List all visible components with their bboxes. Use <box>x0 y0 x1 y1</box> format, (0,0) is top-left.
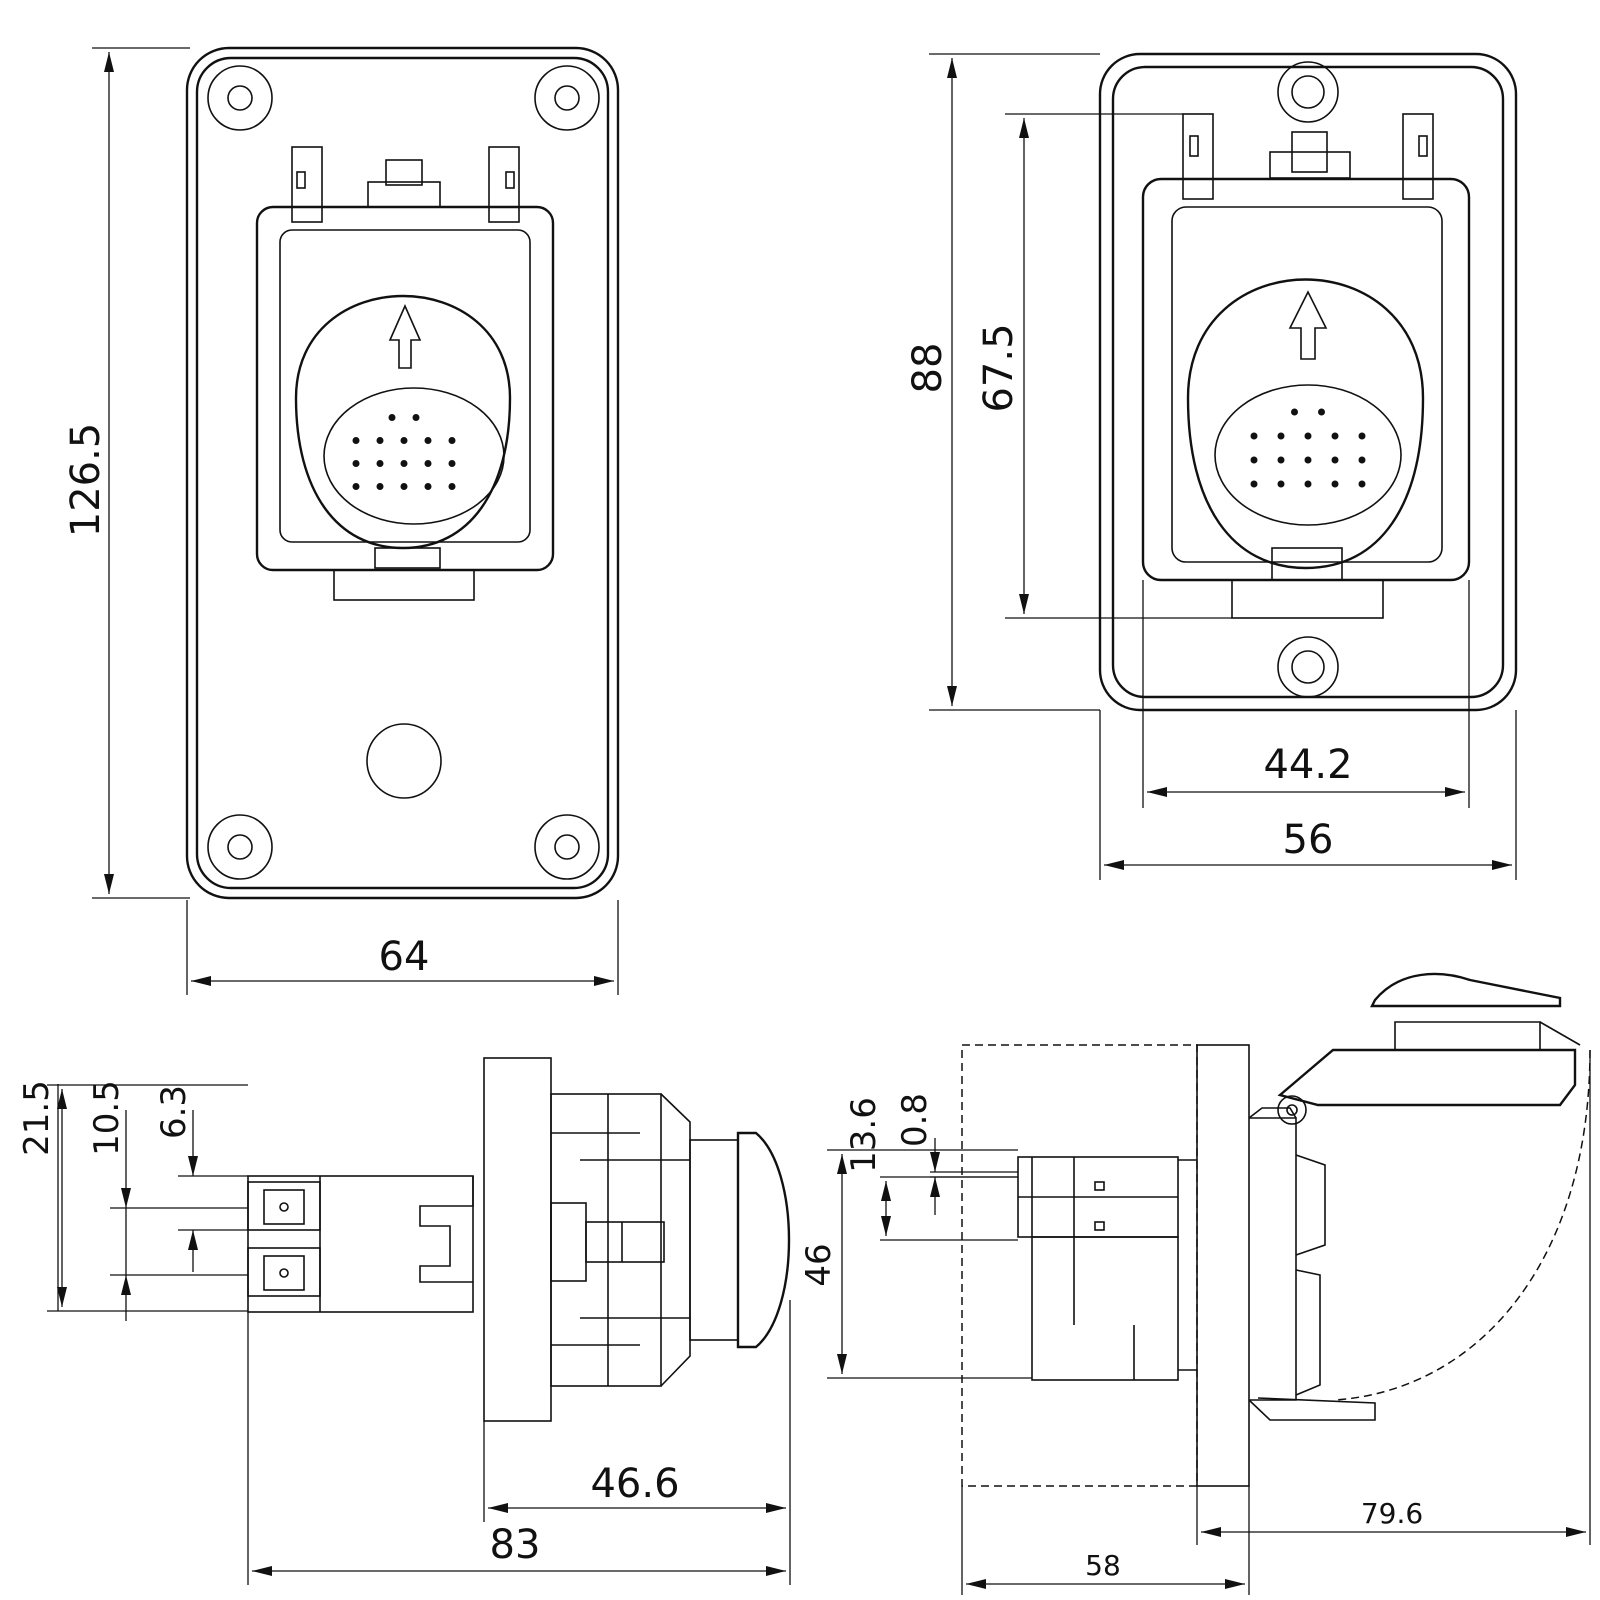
contact-dot <box>400 483 408 490</box>
contact-dot <box>352 483 360 490</box>
dim-83: 83 <box>490 1522 541 1568</box>
mounting-hole-bottom <box>1277 636 1339 698</box>
contact-dot <box>1358 456 1366 464</box>
mounting-hole-top-right <box>534 65 600 131</box>
contact-dot <box>352 460 360 467</box>
contact-dot <box>1318 408 1325 416</box>
dim-10-5: 10.5 <box>87 1080 127 1156</box>
dim-79-6: 79.6 <box>1361 1497 1423 1530</box>
contact-dot <box>376 437 384 444</box>
contact-dot <box>376 460 384 467</box>
contact-dot <box>1358 480 1366 488</box>
dim-56: 56 <box>1283 817 1334 863</box>
contact-dot <box>448 437 456 444</box>
contact-dot <box>376 483 384 490</box>
contact-dot <box>352 437 360 444</box>
contact-dot <box>400 460 408 467</box>
dim-64: 64 <box>379 934 430 980</box>
dim-58: 58 <box>1085 1549 1121 1582</box>
contact-dot <box>1291 408 1298 416</box>
contact-dot <box>388 414 396 421</box>
contact-dot <box>1331 480 1339 488</box>
mounting-hole-top-left <box>207 65 273 131</box>
arrow-icon <box>1288 290 1328 360</box>
contact-dot <box>1304 456 1312 464</box>
contact-dot <box>412 414 420 421</box>
contact-dot <box>1250 456 1258 464</box>
mounting-hole-bottom-right <box>534 814 600 880</box>
dim-67-5: 67.5 <box>976 323 1022 412</box>
contact-dot <box>400 437 408 444</box>
contact-dot <box>448 483 456 490</box>
front-view-right: 88 67.5 44.2 56 <box>905 52 1518 880</box>
front-view-left: 126.5 64 <box>63 46 620 995</box>
center-hole <box>366 723 442 799</box>
dim-13-6: 13.6 <box>844 1097 884 1173</box>
contact-dot <box>1250 432 1258 440</box>
contact-dot <box>448 460 456 467</box>
dim-46-6: 46.6 <box>590 1461 679 1507</box>
contact-dot <box>1331 456 1339 464</box>
contact-dot <box>424 460 432 467</box>
contact-dot <box>1304 480 1312 488</box>
dim-46: 46 <box>799 1243 839 1286</box>
contact-dot <box>1277 432 1285 440</box>
dim-6-3: 6.3 <box>154 1085 194 1139</box>
dim-21-5: 21.5 <box>17 1080 57 1156</box>
contact-dot <box>424 437 432 444</box>
contact-dot <box>1331 432 1339 440</box>
contact-dot <box>424 483 432 490</box>
contact-dot <box>1358 432 1366 440</box>
contact-dot <box>1250 480 1258 488</box>
contact-dots <box>1250 408 1366 488</box>
side-view-right: 13.6 0.8 46 79.6 58 <box>799 972 1591 1595</box>
contact-dot <box>1304 432 1312 440</box>
side-view-left: 21.5 10.5 6.3 46.6 83 <box>17 1057 791 1585</box>
mounting-hole-bottom-left <box>207 814 273 880</box>
dim-88: 88 <box>905 343 951 394</box>
dim-44-2: 44.2 <box>1263 742 1352 788</box>
contact-dot <box>1277 480 1285 488</box>
dim-0-8: 0.8 <box>895 1093 935 1147</box>
contact-dot <box>1277 456 1285 464</box>
contact-dots <box>352 414 456 490</box>
mounting-hole-top <box>1277 61 1339 123</box>
dim-126-5: 126.5 <box>63 423 109 538</box>
arrow-icon <box>388 304 422 369</box>
